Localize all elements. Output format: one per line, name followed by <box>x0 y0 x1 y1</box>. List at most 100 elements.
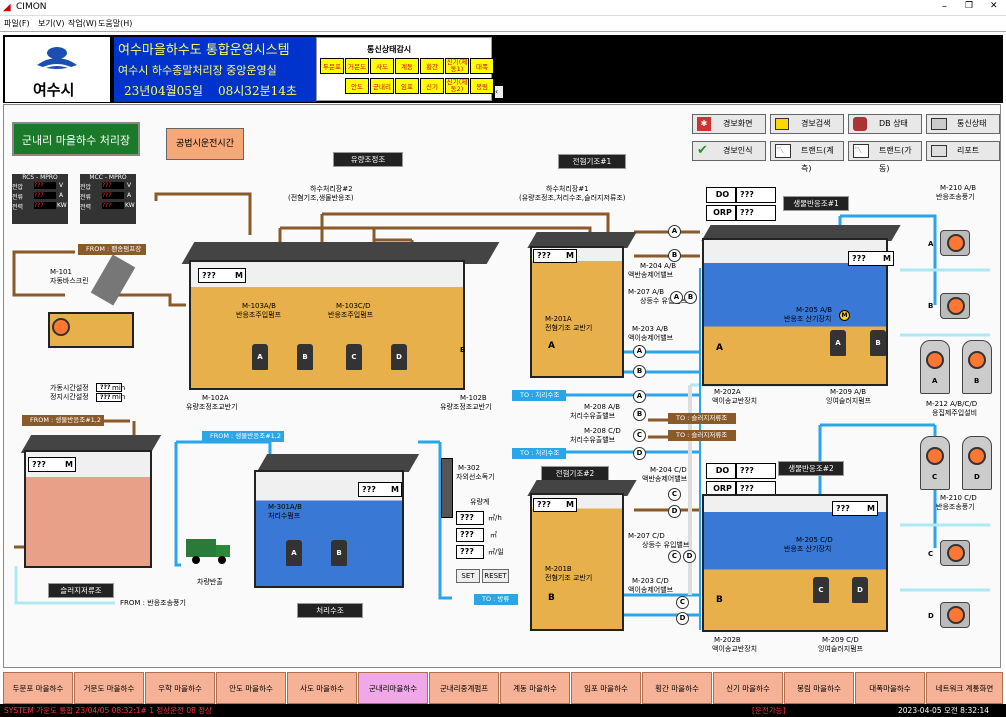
alarm-ack-button[interactable]: ✔경보인식 <box>692 141 766 161</box>
valve-204c[interactable]: C <box>668 488 681 501</box>
pump-209d[interactable]: D <box>852 577 868 603</box>
tab-ando[interactable]: 안도 마을하수 <box>216 672 286 704</box>
pump-209a[interactable]: A <box>830 330 846 356</box>
alarm-screen-button[interactable]: ✱경보화면 <box>692 114 766 134</box>
do1-label: DO <box>706 187 736 203</box>
valve-207c[interactable]: C <box>668 550 681 563</box>
tab-sado[interactable]: 사도 마을하수 <box>287 672 357 704</box>
trend-measure-button[interactable]: 〽트랜드(계측) <box>770 141 844 173</box>
comm-status-sado[interactable]: 사도 <box>370 58 394 74</box>
close-button[interactable]: ✕ <box>990 1 998 11</box>
m102b-sub: 유량조정조교반기 <box>440 403 492 411</box>
report-button[interactable]: 리포트 <box>926 141 1000 161</box>
menu-file[interactable]: 파일(F) <box>4 19 30 28</box>
tab-hoenggan[interactable]: 횡간 마을하수 <box>642 672 712 704</box>
chem-tank-c[interactable]: C <box>920 436 950 490</box>
tab-bongnim[interactable]: 봉림 마을하수 <box>784 672 854 704</box>
pump-103c[interactable]: C <box>346 344 362 370</box>
uv-disinfector <box>441 458 453 518</box>
comm-status-ando[interactable]: 안도 <box>345 78 369 94</box>
comm-status-daepok[interactable]: 대폭 <box>470 58 494 74</box>
comm-status-singi1[interactable]: 신기(제동1) <box>445 58 469 74</box>
bio1-level-value: ??? <box>852 254 866 263</box>
valve-203d[interactable]: D <box>676 612 689 625</box>
sewage2-sub: (전혐기조,생물반응조) <box>288 194 354 202</box>
maximize-button[interactable]: ❐ <box>965 1 974 11</box>
tab-uhak[interactable]: 우학 마을하수 <box>145 672 215 704</box>
valve-204d[interactable]: D <box>668 505 681 518</box>
minimize-button[interactable]: – <box>942 1 947 12</box>
comm-status-impo[interactable]: 임포 <box>395 78 419 94</box>
tab-dumunpo[interactable]: 두문포 마을하수 <box>3 672 73 704</box>
flow-reset-button[interactable]: RESET <box>482 569 509 583</box>
trend-run-button[interactable]: 〽트랜드(가동) <box>848 141 922 173</box>
comm-status-bongnim[interactable]: 봉림 <box>470 78 494 94</box>
tab-gunnaeri[interactable]: 군내리마을하수 <box>358 672 428 704</box>
valve-203b[interactable]: B <box>633 365 646 378</box>
menu-help[interactable]: 도움말(H) <box>98 19 133 28</box>
tab-gyedong[interactable]: 계동 마을하수 <box>500 672 570 704</box>
blower-210d[interactable] <box>940 602 970 628</box>
tab-impo[interactable]: 임포 마을하수 <box>571 672 641 704</box>
alarm-search-button[interactable]: 경보검색 <box>770 114 844 134</box>
pump-103d[interactable]: D <box>391 344 407 370</box>
pump-103a[interactable]: A <box>252 344 268 370</box>
run-status-text: [운전가능] <box>752 706 786 715</box>
pump-301a[interactable]: A <box>286 540 302 566</box>
mixer-202a-mark: A <box>716 343 723 353</box>
rcs-power-label: 전력 <box>12 204 24 211</box>
comm-status-singi2[interactable]: 신기(제동2) <box>445 78 469 94</box>
comm-status-hoenggan[interactable]: 횡간 <box>420 58 444 74</box>
flow-daily-unit: ㎥/일 <box>488 548 504 556</box>
sludge-level-value: ??? <box>32 460 46 469</box>
menu-work[interactable]: 작업(W) <box>68 19 97 28</box>
blower-210c[interactable] <box>940 540 970 566</box>
chem-tank-d[interactable]: D <box>962 436 992 490</box>
header-scroll-arrow[interactable]: ‹ <box>495 86 503 98</box>
blower-210b[interactable] <box>940 293 970 319</box>
current-time: 08시32분14초 <box>218 84 297 98</box>
tab-network[interactable]: 네트워크 계통화면 <box>926 672 1003 704</box>
pump-103b[interactable]: B <box>297 344 313 370</box>
comm-status-button[interactable]: 통신상태 <box>926 114 1000 134</box>
m203ab-label: M-203 A/B <box>632 325 669 333</box>
valve-208d[interactable]: D <box>633 447 646 460</box>
valve-208c[interactable]: C <box>633 429 646 442</box>
sludge-level-unit: M <box>65 460 73 469</box>
to-discharge-tag: TO : 방류 <box>474 594 518 605</box>
sewage2-label: 하수처리장#2 <box>310 185 353 193</box>
tab-gunnaeri-relay[interactable]: 군내리중계펌프 <box>429 672 499 704</box>
comm-status-dumunpo[interactable]: 두문포 <box>320 58 344 74</box>
valve-204b[interactable]: B <box>668 249 681 262</box>
valve-207b[interactable]: B <box>684 291 697 304</box>
db-status-button[interactable]: DB 상태 <box>848 114 922 134</box>
current-date: 23년04월05일 <box>124 84 203 98</box>
pump-209b[interactable]: B <box>870 330 886 356</box>
valve-203a[interactable]: A <box>633 345 646 358</box>
do2-label: DO <box>706 463 736 479</box>
tab-geomundo[interactable]: 거문도 마을하수 <box>74 672 144 704</box>
comm-status-gunnaeri[interactable]: 군내리 <box>370 78 394 94</box>
comm-status-geomundo[interactable]: 거문도 <box>345 58 369 74</box>
tab-daepok[interactable]: 대폭마을하수 <box>855 672 925 704</box>
valve-208b[interactable]: B <box>633 408 646 421</box>
valve-207a[interactable]: A <box>670 291 683 304</box>
tab-singi[interactable]: 신기 마을하수 <box>713 672 783 704</box>
pump-301b[interactable]: B <box>331 540 347 566</box>
blower-210a[interactable] <box>940 230 970 256</box>
chem-tank-a[interactable]: A <box>920 340 950 394</box>
flow-set-button[interactable]: SET <box>456 569 480 583</box>
valve-207d[interactable]: D <box>683 550 696 563</box>
pump-209c[interactable]: C <box>813 577 829 603</box>
comm-status-gyedong[interactable]: 계동 <box>395 58 419 74</box>
stop-time-input[interactable]: ??? <box>96 393 122 402</box>
valve-203c[interactable]: C <box>676 596 689 609</box>
chem-tank-b[interactable]: B <box>962 340 992 394</box>
database-icon <box>853 117 867 131</box>
trial-run-button[interactable]: 공법시운전시간 <box>166 128 244 160</box>
menu-view[interactable]: 보기(V) <box>38 19 65 28</box>
valve-208a[interactable]: A <box>633 390 646 403</box>
valve-204a[interactable]: A <box>668 225 681 238</box>
run-time-input[interactable]: ??? <box>96 383 122 392</box>
comm-status-singi[interactable]: 신기 <box>420 78 444 94</box>
